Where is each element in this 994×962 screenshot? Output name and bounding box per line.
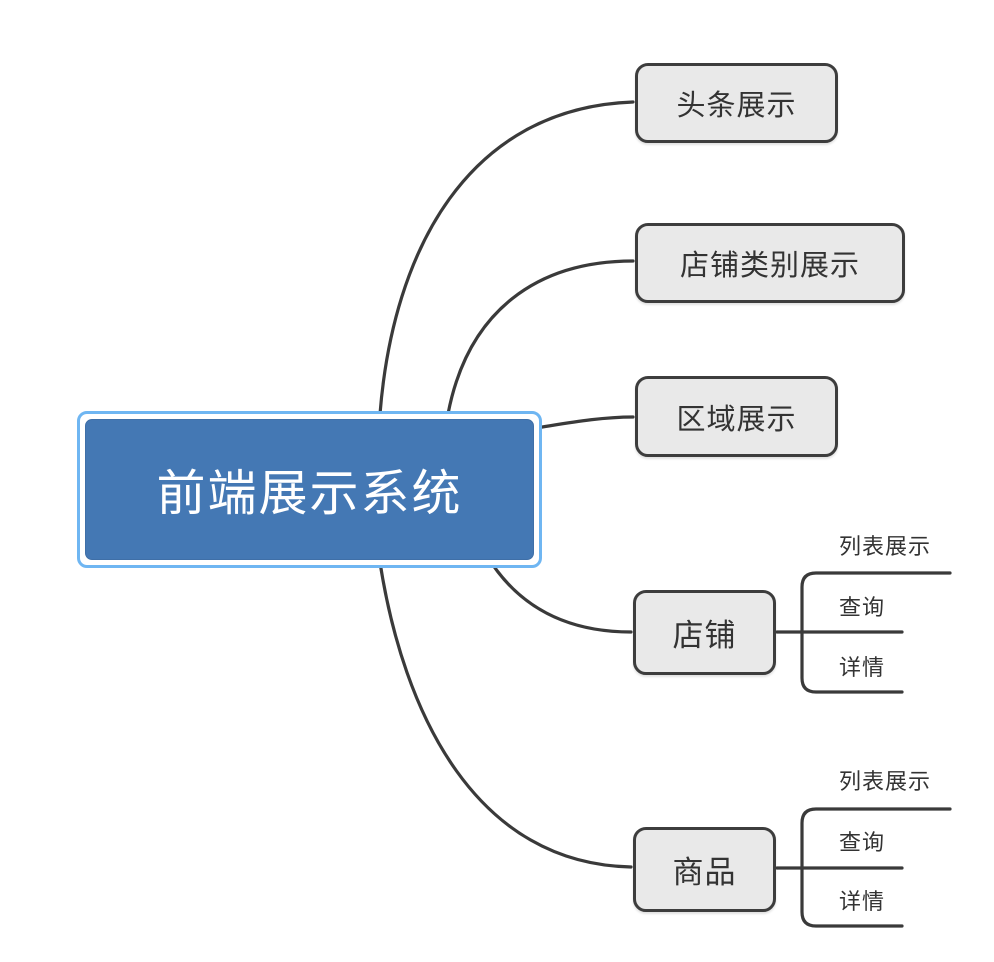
topic-label: 店铺类别展示 bbox=[679, 250, 860, 282]
connector-root-shop bbox=[485, 554, 633, 634]
connector-root-goods bbox=[377, 554, 633, 869]
subtopic-shop-query[interactable]: 查询 bbox=[838, 595, 885, 620]
topic-headline-display[interactable]: 头条展示 bbox=[635, 63, 838, 143]
subtopic-goods-detail[interactable]: 详情 bbox=[838, 889, 885, 914]
connector-root-shop-category bbox=[446, 259, 635, 416]
root-topic-label: 前端展示系统 bbox=[156, 467, 463, 521]
topic-label: 头条展示 bbox=[676, 90, 797, 122]
subtopic-goods-query[interactable]: 查询 bbox=[838, 830, 885, 855]
bracket-shop-children bbox=[800, 571, 952, 694]
topic-label: 店铺 bbox=[672, 618, 737, 653]
root-topic[interactable]: 前端展示系统 bbox=[85, 419, 534, 560]
topic-label: 商品 bbox=[672, 855, 737, 890]
root-topic-selection-outline: 前端展示系统 bbox=[77, 411, 542, 568]
topic-label: 区域展示 bbox=[676, 403, 797, 436]
topic-shop-category-display[interactable]: 店铺类别展示 bbox=[635, 223, 905, 303]
subtopic-shop-list-display[interactable]: 列表展示 bbox=[838, 534, 931, 559]
bracket-goods-children bbox=[800, 807, 952, 928]
connector-root-headline bbox=[378, 100, 635, 416]
topic-region-display[interactable]: 区域展示 bbox=[635, 376, 838, 457]
topic-goods[interactable]: 商品 bbox=[633, 827, 776, 912]
subtopic-goods-list-display[interactable]: 列表展示 bbox=[838, 769, 931, 794]
subtopic-shop-detail[interactable]: 详情 bbox=[838, 655, 885, 680]
topic-shop[interactable]: 店铺 bbox=[633, 590, 776, 675]
connector-root-region bbox=[534, 415, 635, 430]
